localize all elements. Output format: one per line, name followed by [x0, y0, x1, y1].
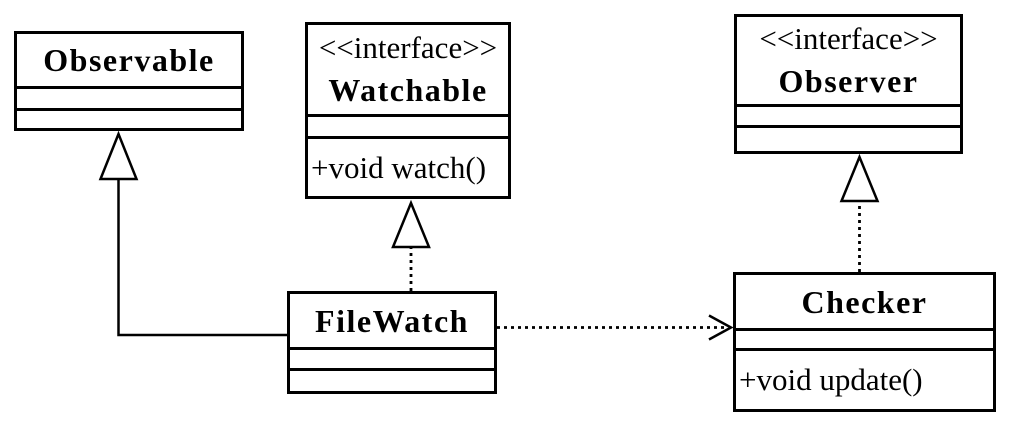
class-title-compartment: Observable [17, 34, 241, 86]
class-box-checker: Checker +void update() [733, 272, 996, 412]
operations-compartment [290, 368, 494, 391]
class-box-observable: Observable [14, 31, 244, 131]
attributes-compartment [736, 328, 993, 348]
realization-arrow-filewatch-watchable [391, 199, 431, 291]
operations-compartment [737, 125, 960, 151]
class-name-observer: Observer [778, 62, 919, 99]
operation-watch: +void watch() [311, 149, 487, 185]
class-name-filewatch: FileWatch [315, 302, 469, 339]
stereotype-label-observer: <<interface>> [759, 20, 938, 56]
attributes-compartment [737, 104, 960, 125]
operations-compartment [17, 108, 241, 128]
class-title-compartment: <<interface>> Observer [737, 17, 960, 104]
class-box-filewatch: FileWatch [287, 291, 497, 394]
class-box-observer: <<interface>> Observer [734, 14, 963, 154]
attributes-compartment [308, 114, 508, 136]
class-name-checker: Checker [801, 283, 928, 320]
attributes-compartment [290, 347, 494, 368]
stereotype-label-watchable: <<interface>> [318, 29, 498, 65]
operation-update: +void update() [739, 362, 923, 397]
class-title-compartment: <<interface>> Watchable [308, 25, 508, 114]
class-box-watchable: <<interface>> Watchable +void watch() [305, 22, 511, 199]
generalization-arrow-filewatch-observable [98, 130, 287, 337]
class-name-watchable: Watchable [328, 71, 488, 108]
realization-arrow-checker-observer [839, 153, 880, 272]
dependency-arrow-filewatch-checker [497, 314, 734, 341]
operations-compartment: +void update() [736, 348, 993, 409]
attributes-compartment [17, 86, 241, 108]
class-name-observable: Observable [43, 42, 215, 78]
class-title-compartment: FileWatch [290, 294, 494, 347]
class-title-compartment: Checker [736, 275, 993, 328]
operations-compartment: +void watch() [308, 136, 508, 196]
